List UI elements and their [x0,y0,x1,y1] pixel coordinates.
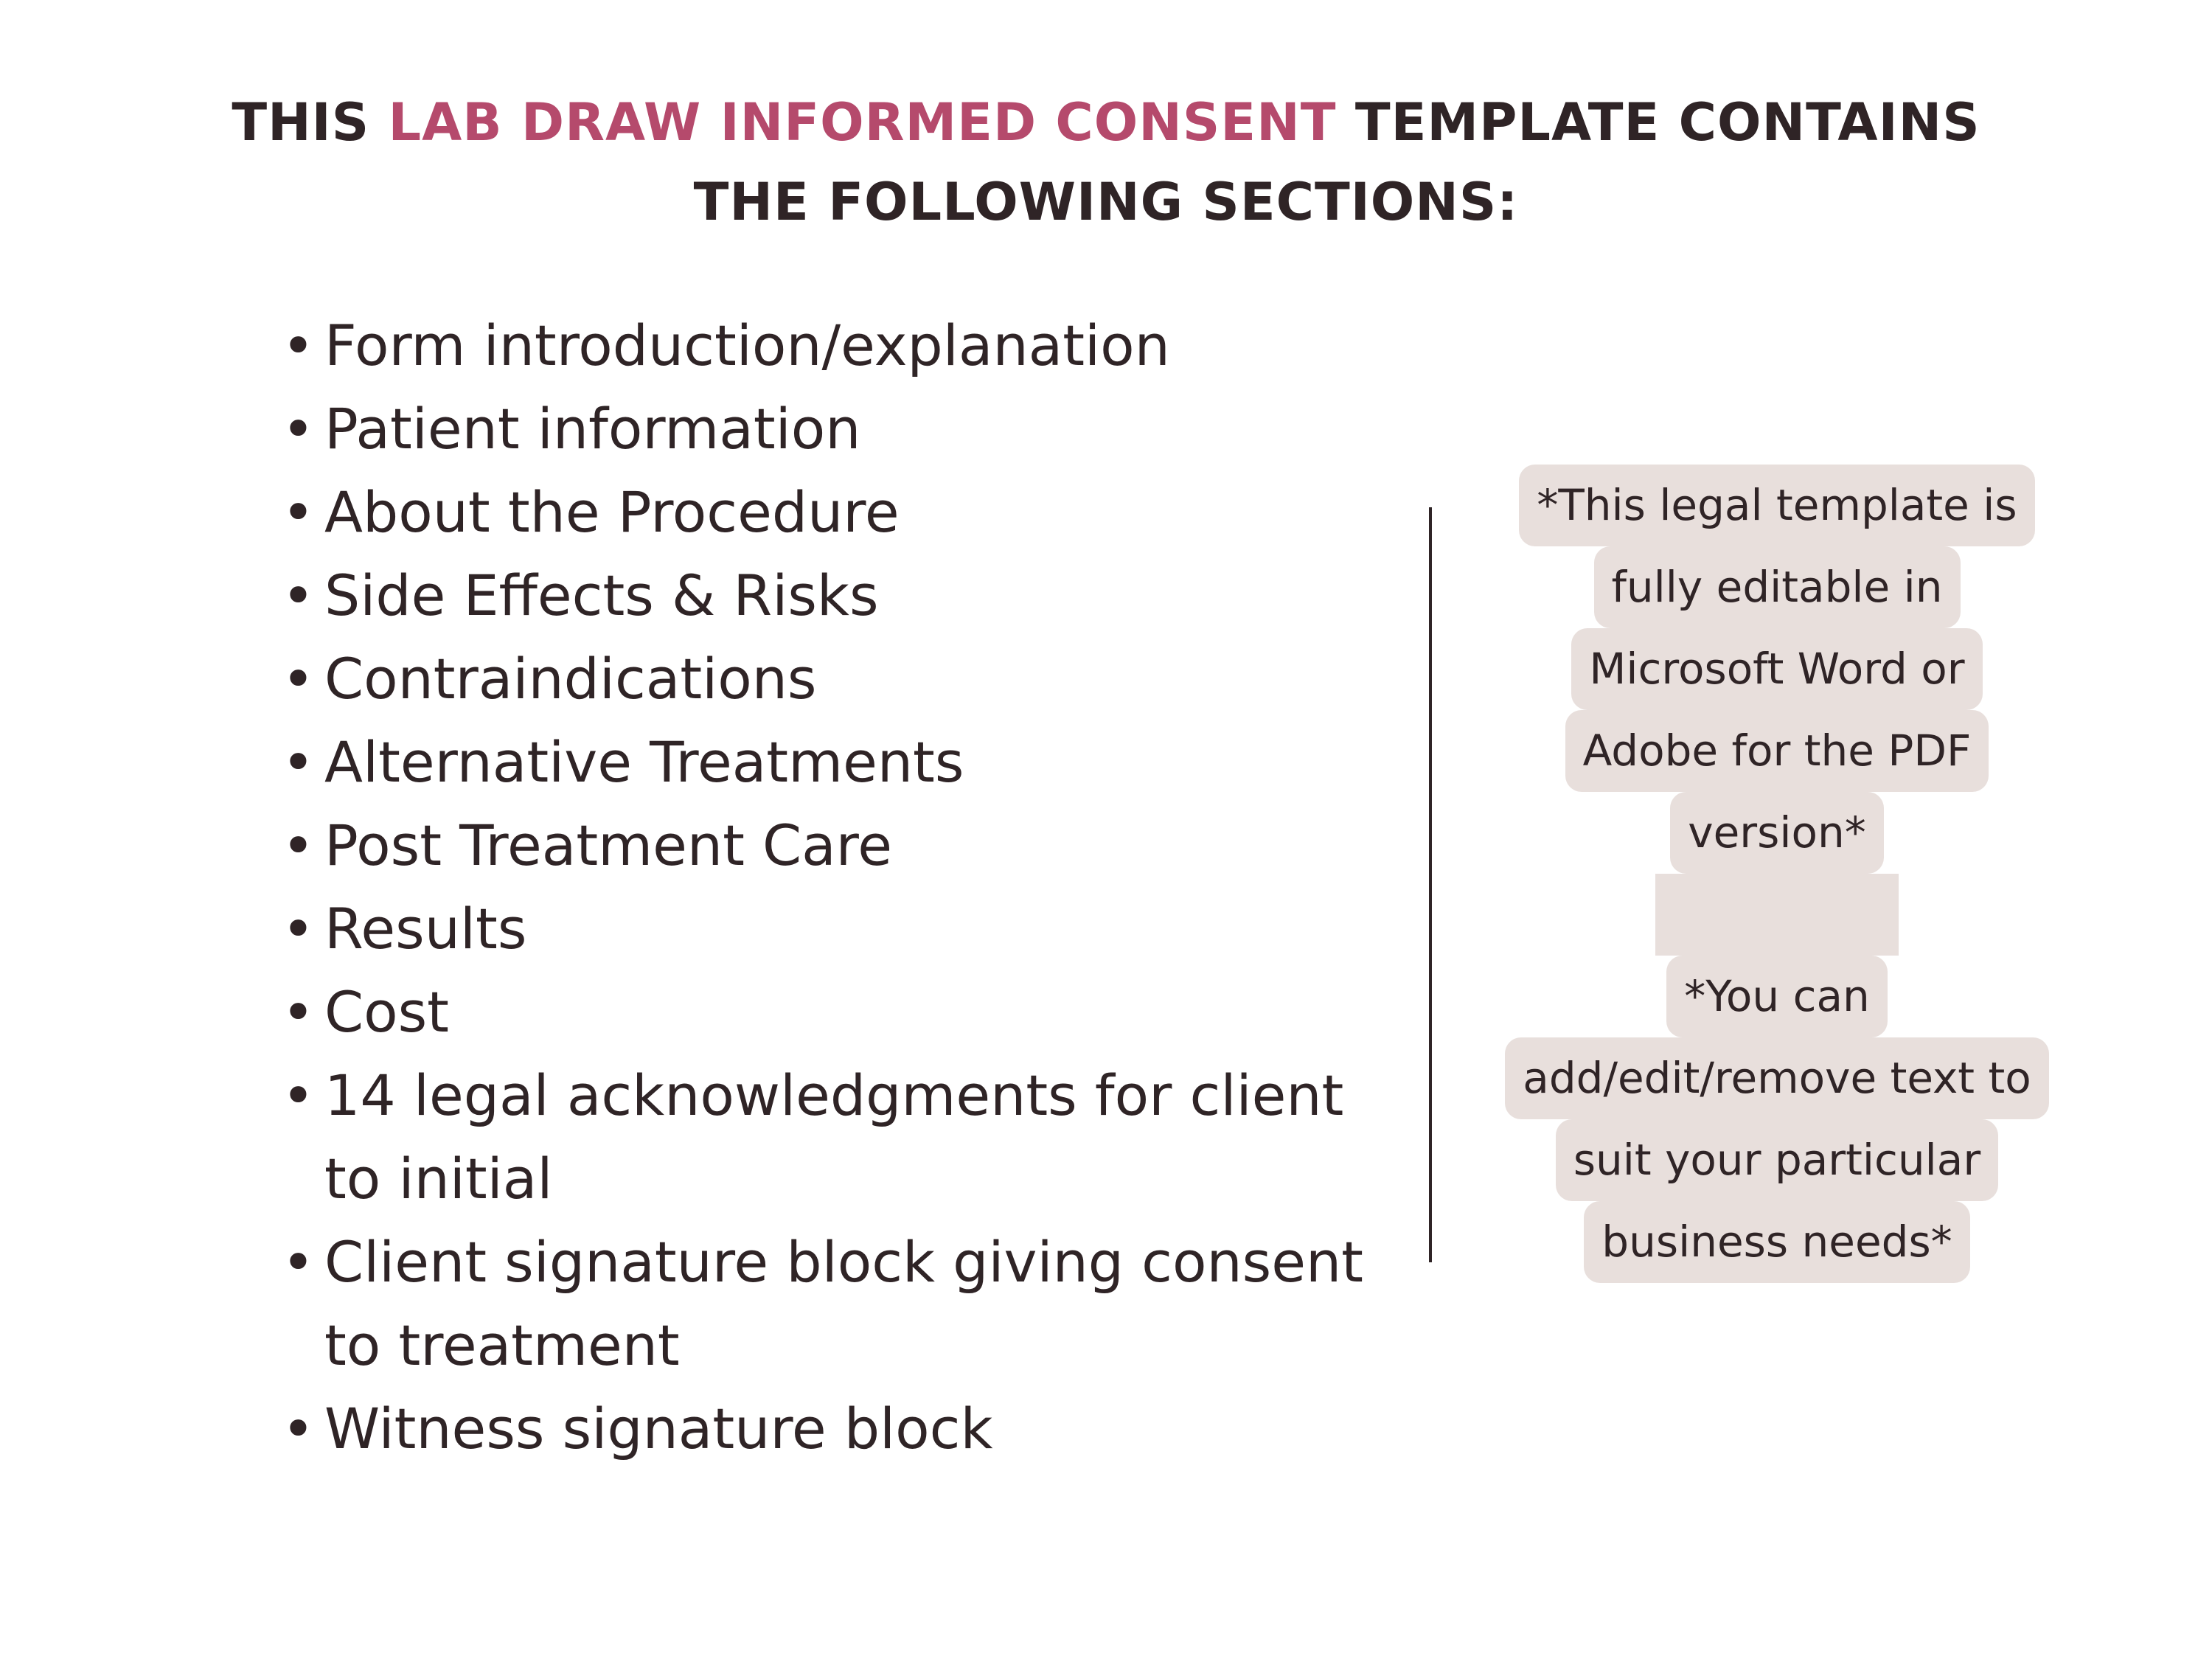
section-list-item: •Cost [282,970,1373,1054]
section-list: •Form introduction/explanation•Patient i… [282,304,1373,1470]
note-line: Adobe for the PDF [1460,710,2094,792]
heading-text-post: TEMPLATE CONTAINS [1336,92,1980,153]
note-line-text: add/edit/remove text to [1505,1037,2049,1119]
section-item-text: Client signature block giving consent [324,1229,1363,1295]
bullet-icon: • [282,729,315,795]
note-line: add/edit/remove text to [1460,1037,2094,1119]
section-list-item: •Side Effects & Risks [282,554,1373,637]
note-line-text: suit your particular [1555,1119,1999,1201]
section-list-item: •Post Treatment Care [282,804,1373,887]
section-item-text: About the Procedure [324,479,900,545]
bullet-icon: • [282,1062,315,1128]
note-line: *This legal template is [1460,465,2094,546]
section-list-item: •Patient information [282,387,1373,470]
section-item-text: 14 legal acknowledgments for client [324,1062,1344,1128]
note-line: *You can [1460,956,2094,1037]
note-line: business needs* [1460,1201,2094,1283]
note-line-text: Microsoft Word or [1571,628,1983,710]
bullet-icon: • [282,813,315,878]
note-line: version* [1460,792,2094,874]
note-line [1460,874,2094,956]
section-list-item: •14 legal acknowledgments for client to i… [282,1054,1373,1220]
heading-accent-text: LAB DRAW INFORMED CONSENT [388,92,1337,153]
bullet-icon: • [282,896,315,961]
note-line: Microsoft Word or [1460,628,2094,710]
bullet-icon: • [282,396,315,462]
bullet-icon: • [282,563,315,628]
section-item-text: Post Treatment Care [324,813,893,878]
section-item-text: Form introduction/explanation [324,313,1170,378]
bullet-icon: • [282,313,315,378]
bullet-icon: • [282,479,315,545]
section-item-text: Side Effects & Risks [324,563,879,628]
note-line-text: *You can [1666,956,1888,1037]
section-list-item: •Results [282,887,1373,970]
note-line-text: fully editable in [1593,546,1961,628]
heading-line-1: THIS LAB DRAW INFORMED CONSENT TEMPLATE … [0,83,2212,162]
section-item-text: Cost [324,979,449,1045]
vertical-divider [1429,507,1432,1262]
note-line-text: *This legal template is [1519,465,2035,546]
section-item-text: Patient information [324,396,861,462]
section-item-text: Witness signature block [324,1396,993,1461]
section-list-item: •Client signature block giving consent to… [282,1220,1373,1387]
section-list-item: •Witness signature block [282,1387,1373,1470]
note-line: suit your particular [1460,1119,2094,1201]
section-item-text: to treatment [324,1312,680,1378]
note-line: fully editable in [1460,546,2094,628]
section-item-text: to initial [324,1146,553,1211]
bullet-icon: • [282,979,315,1045]
bullet-icon: • [282,646,315,712]
bullet-icon: • [282,1396,315,1461]
note-line-text: business needs* [1584,1201,1970,1283]
bullet-icon: • [282,1229,315,1295]
note-line-text: version* [1670,792,1884,874]
heading-text-pre: THIS [232,92,389,153]
section-item-text: Contraindications [324,646,817,712]
section-item-text: Results [324,896,527,961]
page-heading: THIS LAB DRAW INFORMED CONSENT TEMPLATE … [0,83,2212,242]
section-list-item: •Form introduction/explanation [282,304,1373,387]
section-list-item: •Alternative Treatments [282,720,1373,804]
section-list-item: •Contraindications [282,637,1373,720]
heading-line-2: THE FOLLOWING SECTIONS: [693,172,1519,232]
note-line-text: Adobe for the PDF [1565,710,1989,792]
section-list-item: •About the Procedure [282,470,1373,554]
note-line-text [1655,874,1899,956]
section-item-text: Alternative Treatments [324,729,964,795]
